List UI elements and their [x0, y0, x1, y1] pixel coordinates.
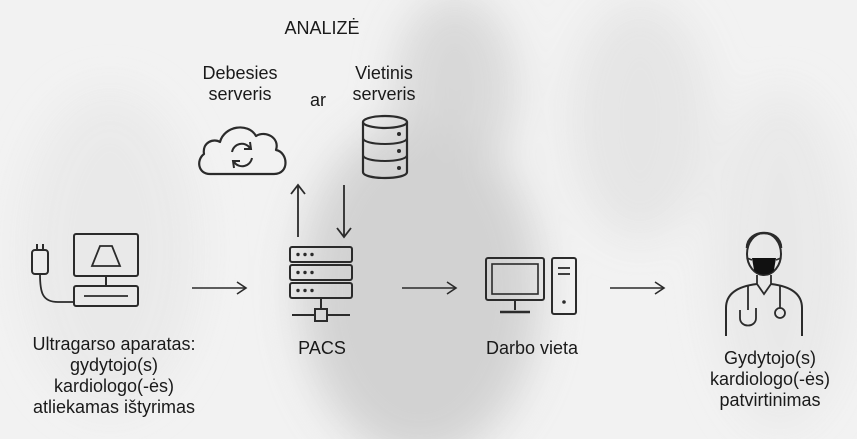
or-label: ar [309, 90, 326, 110]
flow-arrow-3 [610, 281, 666, 295]
doctor-icon [725, 231, 803, 336]
workstation-label: Darbo vieta [485, 338, 579, 358]
pacs-label: PACS [298, 338, 346, 358]
flow-arrow-2 [402, 281, 458, 295]
analysis-title: ANALIZĖ [284, 18, 360, 38]
flow-arrow-1 [192, 281, 248, 295]
doctor-label: Gydytojo(s) kardiologo(-ės) patvirtinima… [709, 348, 831, 410]
download-arrow-icon [336, 185, 352, 239]
cloud-sync-icon [198, 126, 287, 176]
server-network-icon [289, 246, 353, 322]
cloud-server-label: Debesies serveris [202, 63, 278, 104]
desktop-computer-icon [485, 257, 577, 315]
ultrasound-label: Ultragarso aparatas: gydytojo(s) kardiol… [32, 334, 196, 417]
local-server-label: Vietinis serveris [352, 63, 416, 104]
ultrasound-machine-icon [31, 233, 139, 307]
upload-arrow-icon [290, 183, 306, 237]
database-icon [361, 114, 409, 180]
